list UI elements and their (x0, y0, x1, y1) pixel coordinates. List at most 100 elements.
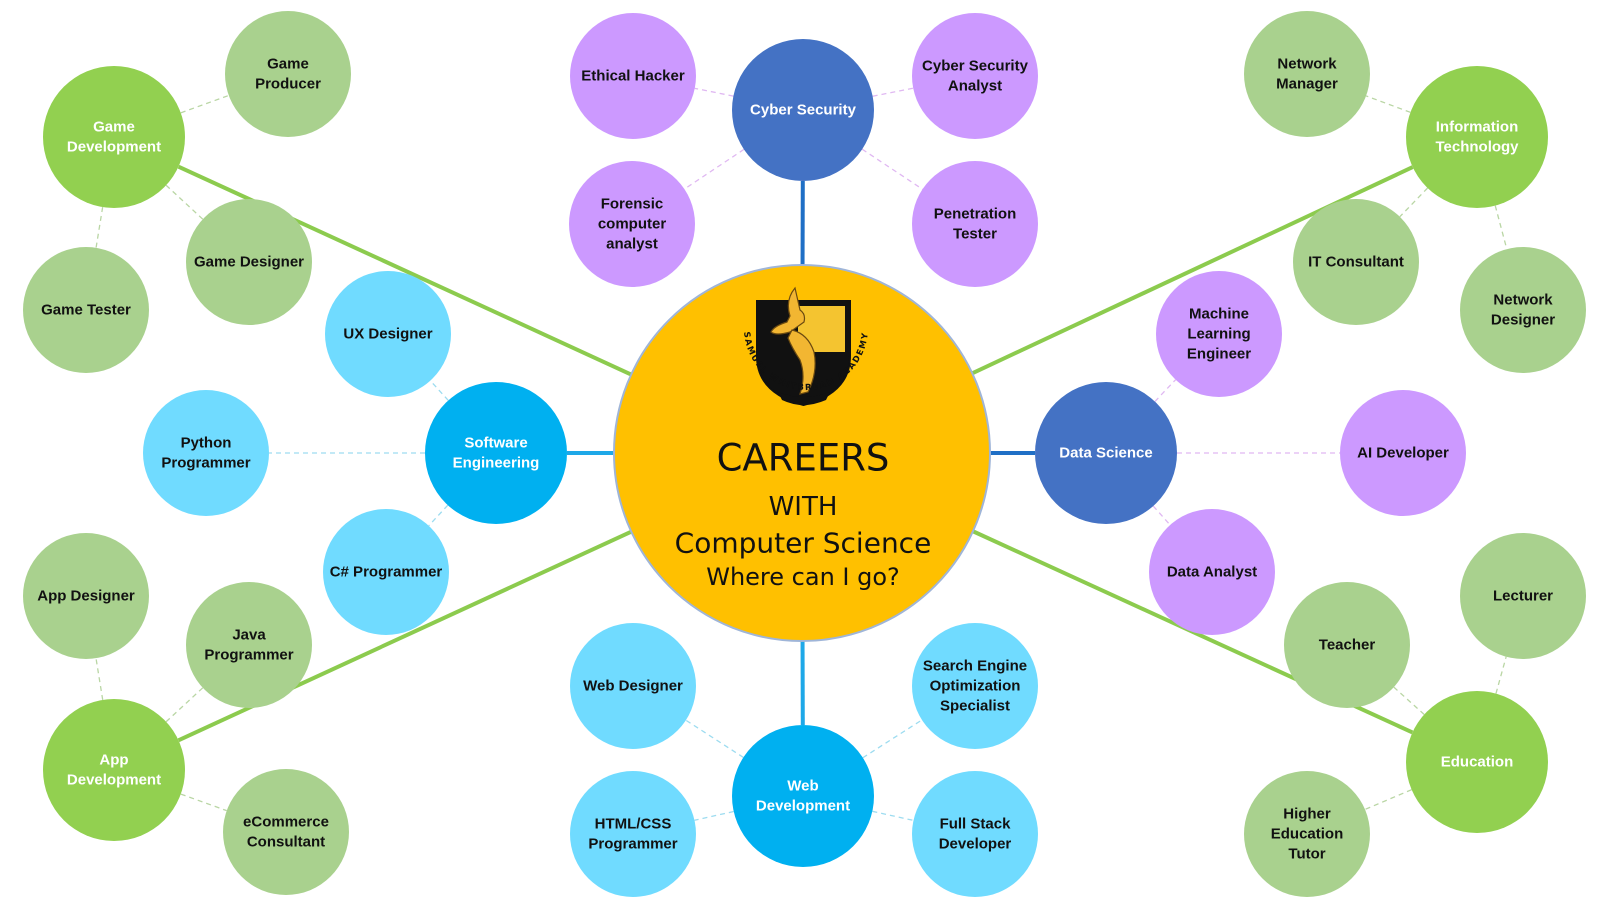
hub-cyber-security-label: Cyber Security (750, 102, 857, 119)
hub-game-development-label: Development (67, 139, 161, 156)
career-html-css-programmer: HTML/CSS Programmer (570, 771, 696, 897)
career-ux-designer: UX Designer (325, 271, 451, 397)
career-forensic-computer-analyst-label: computer (598, 216, 667, 233)
career-search-engine-optimization-specialist-circle (912, 623, 1038, 749)
hub-data-science-label: Data Science (1059, 445, 1152, 462)
web-development-leaf-connector (872, 810, 914, 822)
hub-game-development-circle (43, 66, 185, 208)
career-full-stack-developer-label: Developer (939, 836, 1012, 853)
app-development-leaf-connector (95, 658, 104, 701)
career-game-tester-circle (23, 247, 149, 373)
career-data-analyst-label: Data Analyst (1167, 564, 1257, 581)
crest-ribbon (778, 392, 830, 405)
career-network-designer-label: Designer (1491, 312, 1555, 329)
app-development-leaf-connector (180, 793, 227, 812)
career-java-programmer-label: Java (232, 627, 266, 644)
career-full-stack-developer-circle (912, 771, 1038, 897)
career-machine-learning-engineer-label: Engineer (1187, 346, 1251, 363)
cyber-security-leaf-connector (694, 87, 734, 97)
web-development-leaf-connector (685, 719, 744, 758)
hub-web-development-circle (732, 725, 874, 867)
data-science-leaf-connector (1154, 379, 1177, 402)
career-c-programmer-circle (323, 509, 449, 635)
web-development-leaf-connector (862, 719, 923, 759)
career-machine-learning-engineer-label: Machine (1189, 306, 1249, 323)
career-app-designer: App Designer (23, 533, 149, 659)
kangaroo-emblem-icon (770, 286, 816, 395)
career-ai-developer-circle (1340, 390, 1466, 516)
career-ethical-hacker: Ethical Hacker (570, 13, 696, 139)
hub-software-engineering-label: Engineering (453, 455, 540, 472)
hub-web-development-label: Development (756, 798, 850, 815)
career-game-tester-label: Game Tester (41, 302, 131, 319)
career-cyber-security-analyst-circle (912, 13, 1038, 139)
career-teacher-label: Teacher (1319, 637, 1376, 654)
information-technology-leaf-connector (1365, 95, 1411, 113)
information-technology-leaf-connector (1494, 205, 1508, 250)
hub-information-technology-label: Information (1436, 119, 1519, 136)
hub-education: Education (1406, 691, 1548, 833)
career-forensic-computer-analyst-circle (569, 161, 695, 287)
career-machine-learning-engineer-circle (1156, 271, 1282, 397)
information-technology-leaf-connector (1399, 187, 1429, 218)
career-teacher-circle (1284, 582, 1410, 708)
career-penetration-tester-circle (912, 161, 1038, 287)
career-penetration-tester-label: Tester (953, 226, 997, 243)
career-html-css-programmer-label: HTML/CSS (595, 816, 672, 833)
career-search-engine-optimization-specialist-label: Search Engine (923, 658, 1027, 675)
game-development-leaf-connector (165, 184, 204, 220)
career-web-designer-label: Web Designer (583, 678, 683, 695)
hub-education-label: Education (1441, 754, 1514, 771)
career-web-designer-circle (570, 623, 696, 749)
data-science-leaf-connector (1152, 505, 1171, 526)
career-ecommerce-consultant-label: eCommerce (243, 814, 329, 831)
center-subject-text: Computer Science (675, 527, 932, 560)
education-leaf-connector (1495, 656, 1507, 694)
career-game-tester: Game Tester (23, 247, 149, 373)
hub-education-circle (1406, 691, 1548, 833)
app-development-leaf-connector (165, 687, 204, 723)
hub-app-development-circle (43, 699, 185, 841)
software-engineering-leaf-connector (429, 380, 449, 401)
career-network-manager-circle (1244, 11, 1370, 137)
career-java-programmer-label: Programmer (204, 647, 293, 664)
hub-app-development-label: Development (67, 772, 161, 789)
cyber-security-leaf-connector (861, 148, 923, 190)
career-data-analyst-circle (1149, 509, 1275, 635)
hub-information-technology-circle (1406, 66, 1548, 208)
center-node: SAMUEL WHITBREAD ACADEMY CAREERS WITH Co… (613, 264, 991, 642)
software-engineering-leaf-connector (428, 504, 449, 527)
career-full-stack-developer-label: Full Stack (940, 816, 1012, 833)
hub-game-development-label: Game (93, 119, 135, 136)
career-ai-developer: AI Developer (1340, 390, 1466, 516)
career-ecommerce-consultant-circle (223, 769, 349, 895)
career-game-designer-label: Game Designer (194, 254, 304, 271)
career-game-producer-circle (225, 11, 351, 137)
career-cyber-security-analyst-label: Analyst (948, 78, 1002, 95)
career-game-producer-label: Game (267, 56, 309, 73)
career-teacher: Teacher (1284, 582, 1410, 708)
hub-data-science: Data Science (1035, 382, 1177, 524)
hub-software-engineering-label: Software (464, 435, 527, 452)
career-html-css-programmer-label: Programmer (588, 836, 677, 853)
career-game-designer-circle (186, 199, 312, 325)
career-game-producer-label: Producer (255, 76, 321, 93)
crest-shield-inner (798, 306, 845, 352)
game-development-leaf-connector (180, 94, 229, 114)
career-higher-education-tutor-circle (1244, 771, 1370, 897)
career-search-engine-optimization-specialist-label: Optimization (930, 678, 1021, 695)
